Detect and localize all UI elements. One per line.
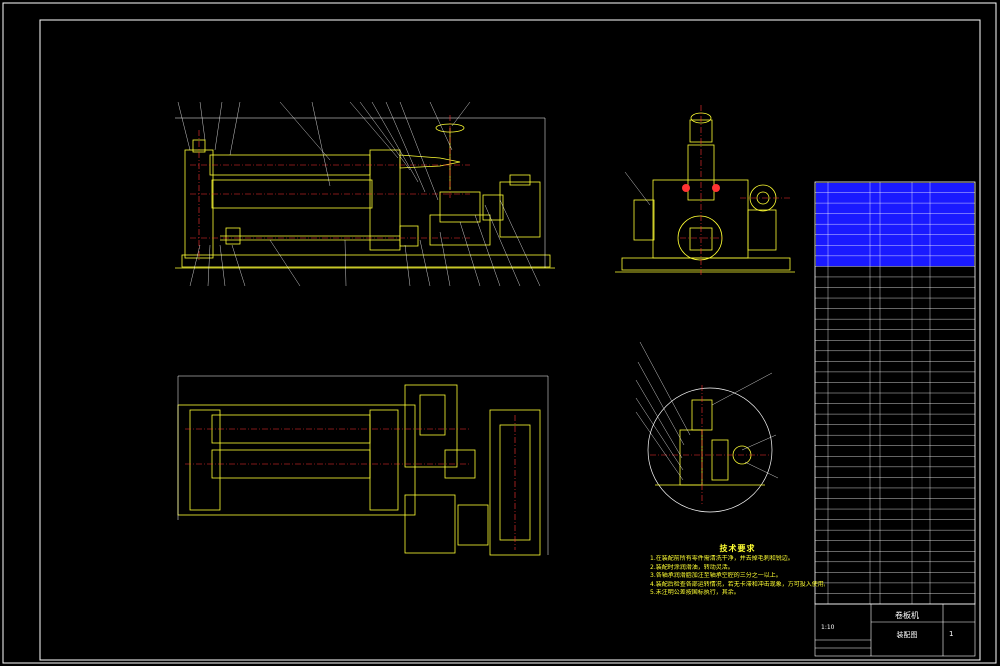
front-view-leaders: [177, 101, 541, 287]
top-view-dimensions: [177, 375, 549, 555]
side-view: [615, 112, 795, 273]
technical-requirements-title: 技术要求: [719, 544, 756, 553]
side-view-leader: [624, 171, 651, 206]
title-block-lines: [814, 603, 976, 657]
title-block-scale: 1:10: [821, 624, 835, 631]
detail-view: [635, 341, 779, 513]
title-block-drawing: 装配图: [896, 631, 918, 639]
inner-frame: [39, 19, 981, 661]
technical-requirement-line: 5.未注明公差按国标执行，其余。: [650, 589, 740, 597]
parts-list-table: [814, 181, 976, 605]
title-block-name: 卷板机: [895, 611, 919, 620]
technical-requirement-line: 1.在装配前所有零件需清洗干净，并去掉毛刺和锐边。: [650, 555, 794, 563]
top-view-centerlines: [185, 415, 516, 550]
title-block-sheet: 1: [949, 630, 954, 638]
technical-requirement-line: 2.装配时涂润滑油，转动灵活。: [650, 563, 734, 571]
technical-requirement-line: 4.装配后检查各部运转情况，若无卡滞和冲击现象，方可投入使用。: [650, 580, 825, 588]
front-view-centerlines: [190, 115, 470, 260]
technical-requirement-line: 3.各轴承润滑脂加注至轴承空腔的三分之一以上。: [650, 572, 782, 580]
top-view: [177, 384, 541, 556]
title-block: 卷板机 装配图 1:10 1: [815, 604, 975, 656]
technical-requirements: 技术要求 1.在装配前所有零件需清洗干净，并去掉毛刺和锐边。 2.装配时涂润滑油…: [650, 544, 825, 597]
parts-list-highlight: [816, 183, 974, 267]
side-view-centerlines: [680, 105, 790, 275]
